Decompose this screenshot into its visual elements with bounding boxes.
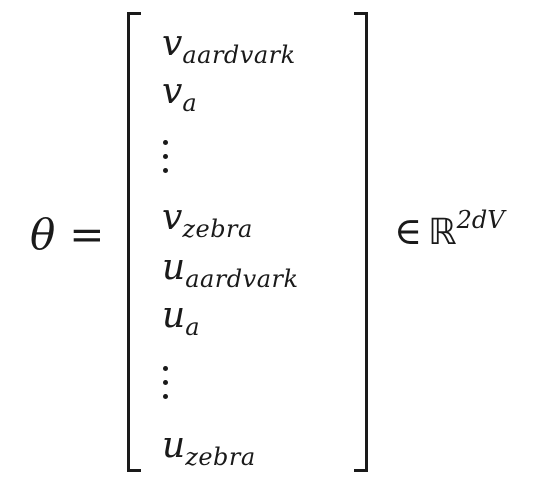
- vector-entry-v-zebra: vzebra: [162, 197, 253, 242]
- vector-entry-subscript: aardvark: [185, 265, 299, 293]
- dimension-exponent: 2dV: [456, 206, 505, 234]
- real-numbers-symbol: ℝ: [428, 212, 457, 253]
- equals-sign: =: [69, 210, 105, 259]
- equation-lhs: θ=: [30, 214, 105, 256]
- vector-entry-base: v: [162, 197, 183, 238]
- theta-symbol: θ: [30, 210, 56, 259]
- equation-rhs: ∈ℝ2dV: [394, 208, 505, 253]
- vector-entry-v-a: va: [162, 71, 197, 116]
- vertical-ellipsis: [163, 366, 171, 408]
- vector-entry-base: v: [162, 23, 183, 64]
- vector-entry-subscript: aardvark: [182, 41, 296, 69]
- element-of-symbol: ∈: [394, 209, 423, 253]
- vector-entry-base: v: [162, 71, 183, 112]
- vector-entry-subscript: zebra: [182, 215, 253, 243]
- vertical-ellipsis: [163, 140, 171, 182]
- vector-entry-v-aardvark: vaardvark: [162, 23, 296, 68]
- vector-entry-u-zebra: uzebra: [162, 425, 256, 470]
- vector-entry-base: u: [162, 247, 186, 288]
- vector-entry-subscript: a: [185, 313, 200, 341]
- vector-entry-subscript: zebra: [185, 443, 256, 471]
- vector-entry-base: u: [162, 295, 186, 336]
- left-bracket: [127, 12, 141, 472]
- vector-entry-subscript: a: [182, 89, 198, 117]
- vector-entry-u-a: ua: [162, 295, 200, 340]
- right-bracket: [354, 12, 368, 472]
- vector-entry-base: u: [162, 425, 186, 466]
- vector-entry-u-aardvark: uaardvark: [162, 247, 299, 292]
